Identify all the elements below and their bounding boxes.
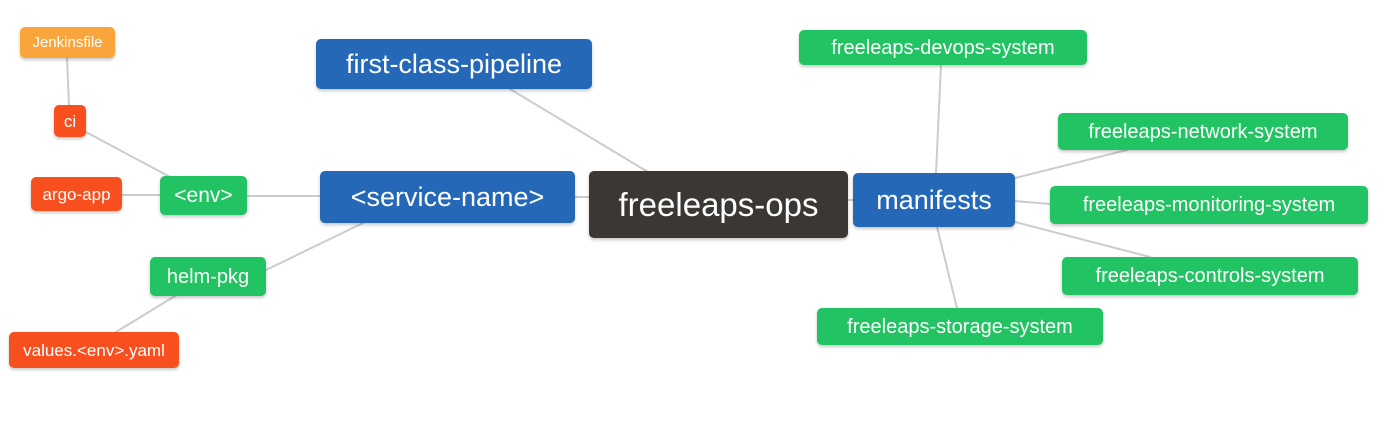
edge-manifests-monitoring: [1014, 200, 1051, 205]
node-service-name[interactable]: <service-name>: [320, 171, 575, 223]
node-freeleaps-network-system[interactable]: freeleaps-network-system: [1058, 113, 1348, 150]
edge-manifests-network: [1014, 149, 1128, 179]
node-argo-app[interactable]: argo-app: [31, 177, 122, 211]
node-first-class-pipeline[interactable]: first-class-pipeline: [316, 39, 592, 89]
node-env[interactable]: <env>: [160, 176, 247, 215]
node-freeleaps-ops[interactable]: freeleaps-ops: [589, 171, 848, 238]
node-freeleaps-storage-system[interactable]: freeleaps-storage-system: [817, 308, 1103, 345]
edge-manifests-controls: [1014, 221, 1151, 258]
node-freeleaps-controls-system[interactable]: freeleaps-controls-system: [1062, 257, 1358, 295]
edge-pipeline-freeleaps-ops: [509, 88, 649, 173]
node-freeleaps-devops-system[interactable]: freeleaps-devops-system: [799, 30, 1087, 65]
node-values-env-yaml[interactable]: values.<env>.yaml: [9, 332, 179, 368]
edge-ci-env: [83, 130, 173, 179]
edge-manifests-devops: [935, 64, 942, 174]
node-helm-pkg[interactable]: helm-pkg: [150, 257, 266, 296]
edge-helm-pkg-values: [115, 295, 176, 333]
edge-jenkinsfile-ci: [66, 57, 70, 107]
node-ci[interactable]: ci: [54, 105, 86, 137]
node-jenkinsfile[interactable]: Jenkinsfile: [20, 27, 115, 58]
node-manifests[interactable]: manifests: [853, 173, 1015, 227]
edge-manifests-storage: [936, 226, 958, 309]
node-freeleaps-monitoring-system[interactable]: freeleaps-monitoring-system: [1050, 186, 1368, 224]
edge-service-name-helm-pkg: [265, 221, 366, 271]
